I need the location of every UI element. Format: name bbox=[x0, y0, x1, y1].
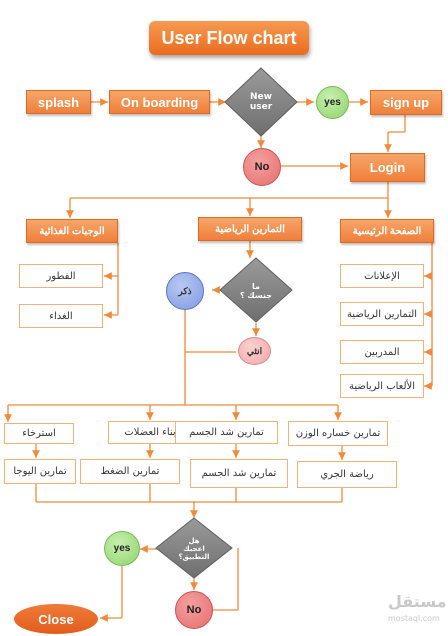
node-body-tone-2: تمارين شد الجسم bbox=[190, 459, 288, 488]
node-home: الصفحة الرئيسية bbox=[340, 219, 434, 243]
node-press: تمارين الضغط bbox=[80, 459, 180, 484]
node-lunch: الغداء bbox=[19, 304, 103, 328]
node-onboarding: On boarding bbox=[109, 90, 210, 114]
node-ads: الإعلانات bbox=[340, 264, 424, 288]
node-splash: splash bbox=[26, 90, 91, 114]
node-no-1: No bbox=[243, 148, 281, 186]
node-male: ذكر bbox=[166, 272, 204, 310]
node-relax: استرخاء bbox=[4, 423, 74, 444]
node-breakfast: الفطور bbox=[19, 264, 103, 288]
node-close: Close bbox=[14, 604, 98, 634]
new-user-diamond bbox=[224, 67, 298, 137]
node-yes-2: yes bbox=[104, 531, 140, 566]
node-weight-loss: تمارين خساره الوزن bbox=[288, 421, 388, 446]
like-app-diamond bbox=[155, 517, 233, 579]
new-user-label: New user bbox=[249, 92, 273, 112]
flow-connectors bbox=[4, 98, 433, 622]
node-body-tone: تمارين شد الجسم bbox=[175, 421, 278, 444]
node-yes-1: yes bbox=[316, 86, 349, 119]
node-muscle: بناء العضلات bbox=[108, 421, 192, 444]
node-exercises: التمارين الرياضية bbox=[198, 217, 302, 241]
watermark-url: mostaql.com bbox=[388, 614, 440, 623]
node-no-2: No bbox=[175, 591, 213, 629]
gender-label: ما جنسك ؟ bbox=[239, 282, 273, 300]
like-app-label: هل اعجبك التطبيق؟ bbox=[178, 537, 210, 561]
gender-diamond bbox=[219, 257, 293, 323]
node-meals: الوجبات الغذائية bbox=[26, 219, 118, 243]
node-yoga: تمارين اليوجا bbox=[4, 459, 76, 484]
chart-title: User Flow chart bbox=[149, 21, 309, 55]
node-trainers: المدربين bbox=[340, 340, 424, 364]
node-running: رياضة الجري bbox=[297, 461, 397, 488]
watermark-logo: مستقل bbox=[388, 592, 447, 611]
node-signup: sign up bbox=[370, 90, 442, 115]
node-female: انثي bbox=[238, 337, 271, 365]
node-home-exercises: التمارين الرياضية bbox=[340, 302, 424, 326]
node-sports-games: الألعاب الرياضية bbox=[340, 374, 424, 398]
node-login: Login bbox=[350, 153, 425, 182]
